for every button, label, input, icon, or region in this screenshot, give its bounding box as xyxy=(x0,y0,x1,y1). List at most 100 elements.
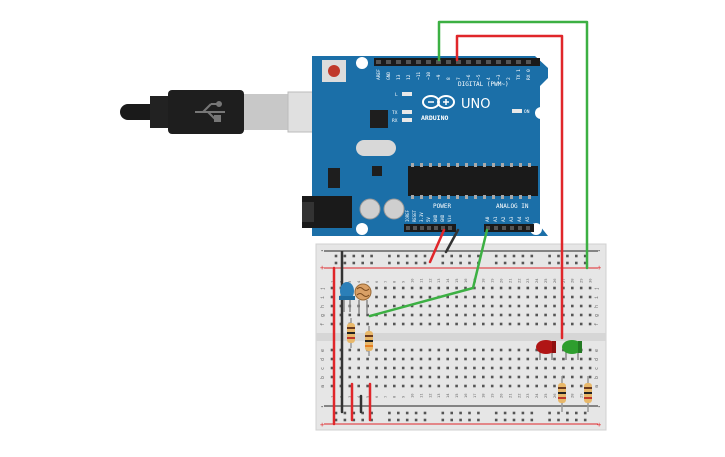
breadboard-hole[interactable] xyxy=(437,375,441,379)
rail-hole[interactable] xyxy=(521,261,525,265)
digital-pin-hole[interactable] xyxy=(506,60,511,64)
wire-red-pin8[interactable] xyxy=(455,34,564,340)
breadboard-hole[interactable] xyxy=(348,366,352,370)
breadboard-hole[interactable] xyxy=(348,375,352,379)
breadboard-hole[interactable] xyxy=(410,286,414,290)
breadboard-hole[interactable] xyxy=(490,313,494,317)
breadboard-hole[interactable] xyxy=(464,357,467,361)
power-pin-hole[interactable] xyxy=(441,226,445,230)
breadboard-hole[interactable] xyxy=(464,366,467,370)
breadboard-hole[interactable] xyxy=(330,384,334,388)
breadboard-hole[interactable] xyxy=(571,286,574,290)
rail-hole[interactable] xyxy=(459,411,462,415)
rail-hole[interactable] xyxy=(548,418,551,422)
breadboard-hole[interactable] xyxy=(366,322,369,326)
breadboard-hole[interactable] xyxy=(375,322,378,326)
rail-hole[interactable] xyxy=(477,411,480,415)
rail-hole[interactable] xyxy=(361,261,364,265)
breadboard-hole[interactable] xyxy=(330,375,334,379)
breadboard-hole[interactable] xyxy=(428,322,432,326)
rail-hole[interactable] xyxy=(503,411,507,415)
breadboard-hole[interactable] xyxy=(410,322,414,326)
breadboard-hole[interactable] xyxy=(544,357,547,361)
breadboard-hole[interactable] xyxy=(455,348,458,352)
breadboard-hole[interactable] xyxy=(553,357,556,361)
rail-hole[interactable] xyxy=(343,411,347,415)
rail-hole[interactable] xyxy=(575,411,578,415)
breadboard-hole[interactable] xyxy=(464,286,467,290)
breadboard-hole[interactable] xyxy=(499,304,503,308)
breadboard-hole[interactable] xyxy=(473,313,476,317)
breadboard-hole[interactable] xyxy=(437,366,441,370)
rail-hole[interactable] xyxy=(334,261,338,265)
breadboard-hole[interactable] xyxy=(446,384,449,388)
rail-hole[interactable] xyxy=(370,418,373,422)
rail-hole[interactable] xyxy=(370,261,373,265)
breadboard-hole[interactable] xyxy=(375,348,378,352)
breadboard-hole[interactable] xyxy=(499,286,503,290)
breadboard-hole[interactable] xyxy=(571,357,574,361)
breadboard-hole[interactable] xyxy=(366,357,369,361)
breadboard-hole[interactable] xyxy=(571,313,574,317)
breadboard-hole[interactable] xyxy=(473,286,476,290)
breadboard-hole[interactable] xyxy=(535,357,538,361)
digital-pin-hole[interactable] xyxy=(426,60,431,64)
breadboard-hole[interactable] xyxy=(526,375,530,379)
resistor-ldr[interactable] xyxy=(365,326,373,356)
rail-hole[interactable] xyxy=(343,261,347,265)
breadboard-hole[interactable] xyxy=(517,366,521,370)
breadboard-hole[interactable] xyxy=(535,295,538,299)
breadboard-hole[interactable] xyxy=(482,375,485,379)
breadboard-hole[interactable] xyxy=(437,304,441,308)
rail-hole[interactable] xyxy=(450,418,453,422)
digital-pin-hole[interactable] xyxy=(416,60,421,64)
breadboard-hole[interactable] xyxy=(330,313,334,317)
breadboard-hole[interactable] xyxy=(348,348,352,352)
breadboard-hole[interactable] xyxy=(579,366,583,370)
breadboard-hole[interactable] xyxy=(508,384,512,388)
digital-pin-hole[interactable] xyxy=(386,60,391,64)
rail-hole[interactable] xyxy=(397,418,400,422)
breadboard-hole[interactable] xyxy=(455,286,458,290)
breadboard-hole[interactable] xyxy=(401,313,405,317)
breadboard-hole[interactable] xyxy=(428,348,432,352)
breadboard-hole[interactable] xyxy=(490,304,494,308)
breadboard-hole[interactable] xyxy=(553,286,556,290)
breadboard-hole[interactable] xyxy=(490,366,494,370)
breadboard-hole[interactable] xyxy=(384,366,387,370)
digital-pin-hole[interactable] xyxy=(486,60,491,64)
breadboard-hole[interactable] xyxy=(553,384,556,388)
breadboard-hole[interactable] xyxy=(455,375,458,379)
rail-hole[interactable] xyxy=(521,254,525,258)
breadboard-hole[interactable] xyxy=(508,322,512,326)
analog-pin-hole[interactable] xyxy=(510,226,514,230)
breadboard-hole[interactable] xyxy=(375,304,378,308)
breadboard-hole[interactable] xyxy=(517,375,521,379)
rail-hole[interactable] xyxy=(450,254,453,258)
rail-hole[interactable] xyxy=(334,254,338,258)
digital-pin-hole[interactable] xyxy=(476,60,481,64)
breadboard-hole[interactable] xyxy=(517,384,521,388)
breadboard-hole[interactable] xyxy=(375,357,378,361)
rail-hole[interactable] xyxy=(530,261,534,265)
breadboard-hole[interactable] xyxy=(562,304,565,308)
rail-hole[interactable] xyxy=(530,411,534,415)
rail-hole[interactable] xyxy=(405,411,409,415)
rail-hole[interactable] xyxy=(583,261,587,265)
breadboard-hole[interactable] xyxy=(437,357,441,361)
breadboard-hole[interactable] xyxy=(401,286,405,290)
breadboard-hole[interactable] xyxy=(330,348,334,352)
rail-hole[interactable] xyxy=(352,418,356,422)
breadboard-hole[interactable] xyxy=(464,348,467,352)
breadboard-hole[interactable] xyxy=(401,357,405,361)
rail-hole[interactable] xyxy=(521,418,525,422)
rail-hole[interactable] xyxy=(397,254,400,258)
breadboard-hole[interactable] xyxy=(455,366,458,370)
breadboard-hole[interactable] xyxy=(473,295,476,299)
breadboard-hole[interactable] xyxy=(375,286,378,290)
breadboard-hole[interactable] xyxy=(562,286,565,290)
breadboard-hole[interactable] xyxy=(375,295,378,299)
breadboard-hole[interactable] xyxy=(571,322,574,326)
rail-hole[interactable] xyxy=(494,411,498,415)
breadboard-hole[interactable] xyxy=(384,357,387,361)
